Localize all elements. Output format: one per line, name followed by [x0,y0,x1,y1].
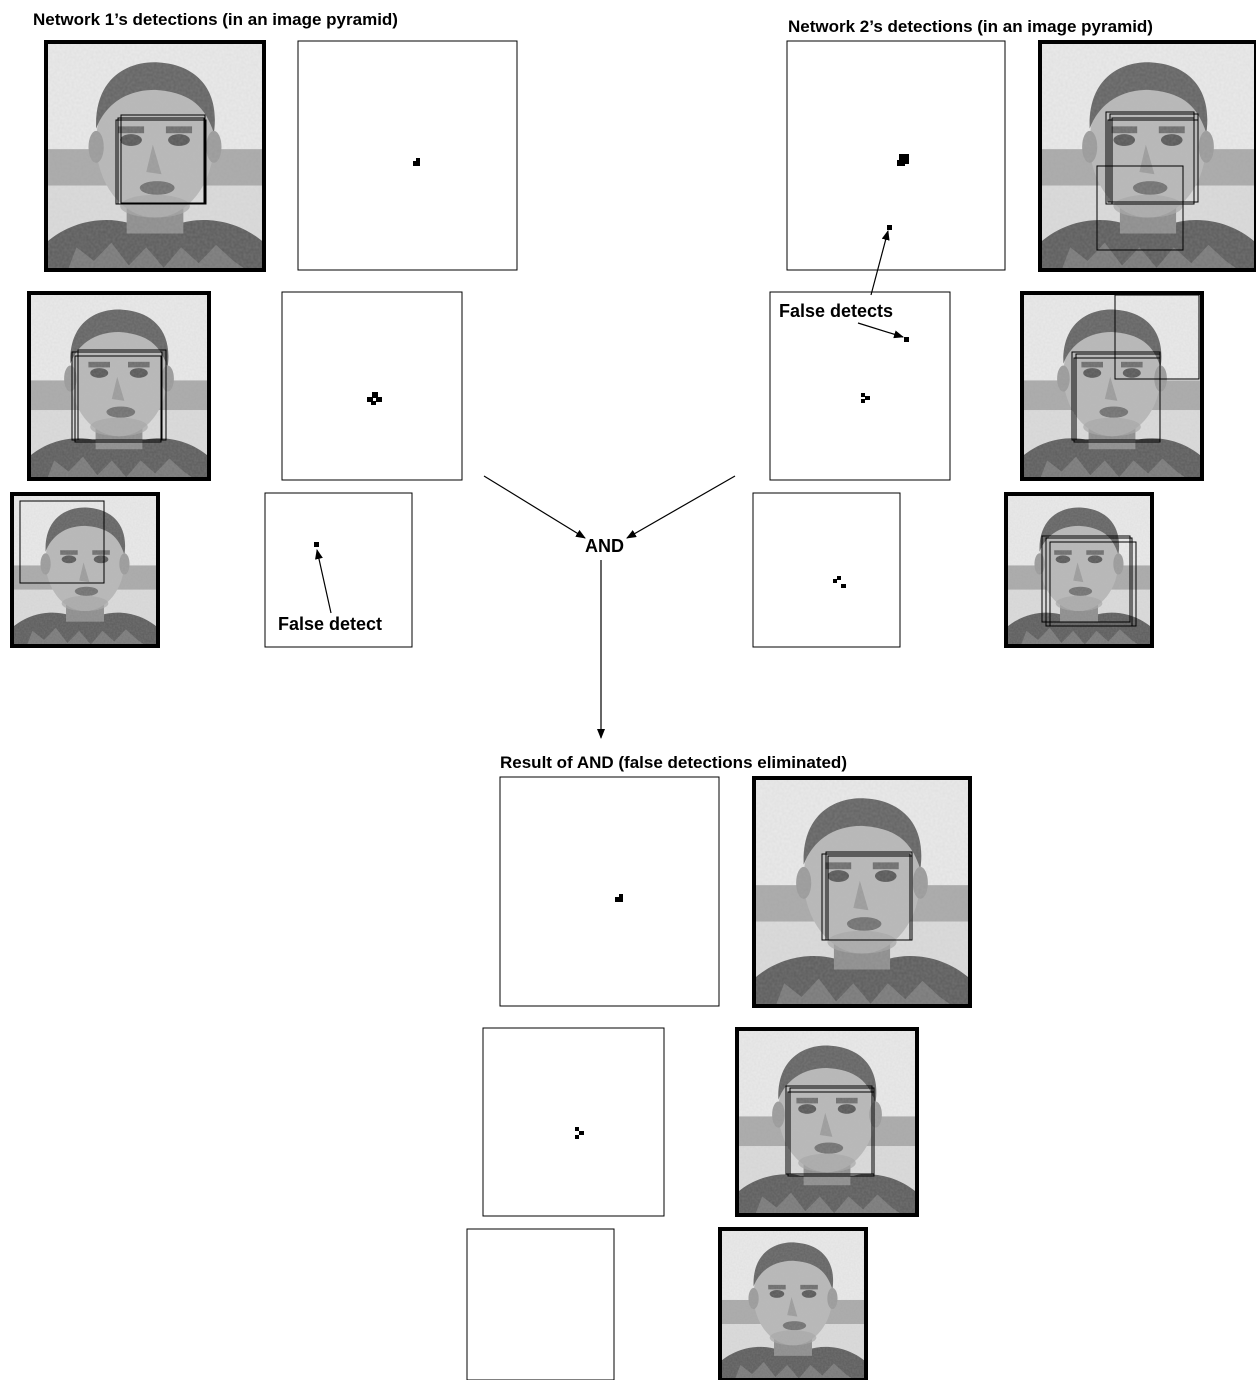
result-title: Result of AND (false detections eliminat… [500,753,847,772]
result-face-medium [737,1029,917,1215]
network1-face-large [46,42,264,270]
network2-title: Network 2’s detections (in an image pyra… [788,17,1153,36]
network2-face-large [1040,42,1256,270]
network1-title: Network 1’s detections (in an image pyra… [33,10,398,29]
arrow-network2-to-and [627,476,735,538]
result-face-small [720,1229,866,1380]
false-detect-dot [904,337,909,342]
result-map-medium [483,1028,664,1216]
false-detect-dot [887,225,892,230]
network1-map-large [298,41,517,270]
result-map-small [467,1229,614,1380]
result-map-large [500,777,719,1006]
arrow-network1-to-and [484,476,585,538]
false-detects-label: False detects [779,301,893,321]
network1-face-medium [29,293,209,479]
network1-face-small [12,494,158,646]
network2-face-small [1006,494,1152,646]
network2-map-large [787,41,1005,270]
network1-map-small: False detect [265,493,412,647]
network2-map-small [753,493,900,647]
and-label: AND [585,536,624,556]
network1-map-medium [282,292,462,480]
false-detect-label: False detect [278,614,382,634]
network2-face-medium [1022,293,1202,479]
false-detect-dot [314,542,319,547]
result-face-large [754,778,970,1006]
